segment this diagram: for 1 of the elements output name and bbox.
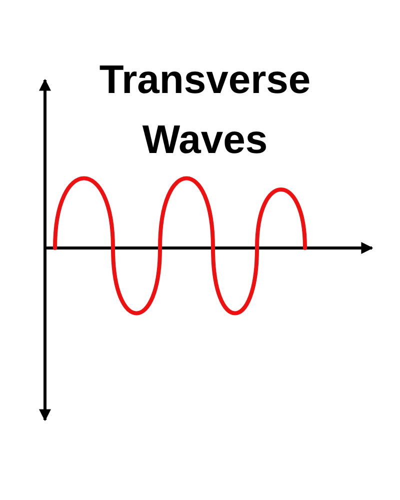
title: Transverse Waves <box>98 57 312 164</box>
